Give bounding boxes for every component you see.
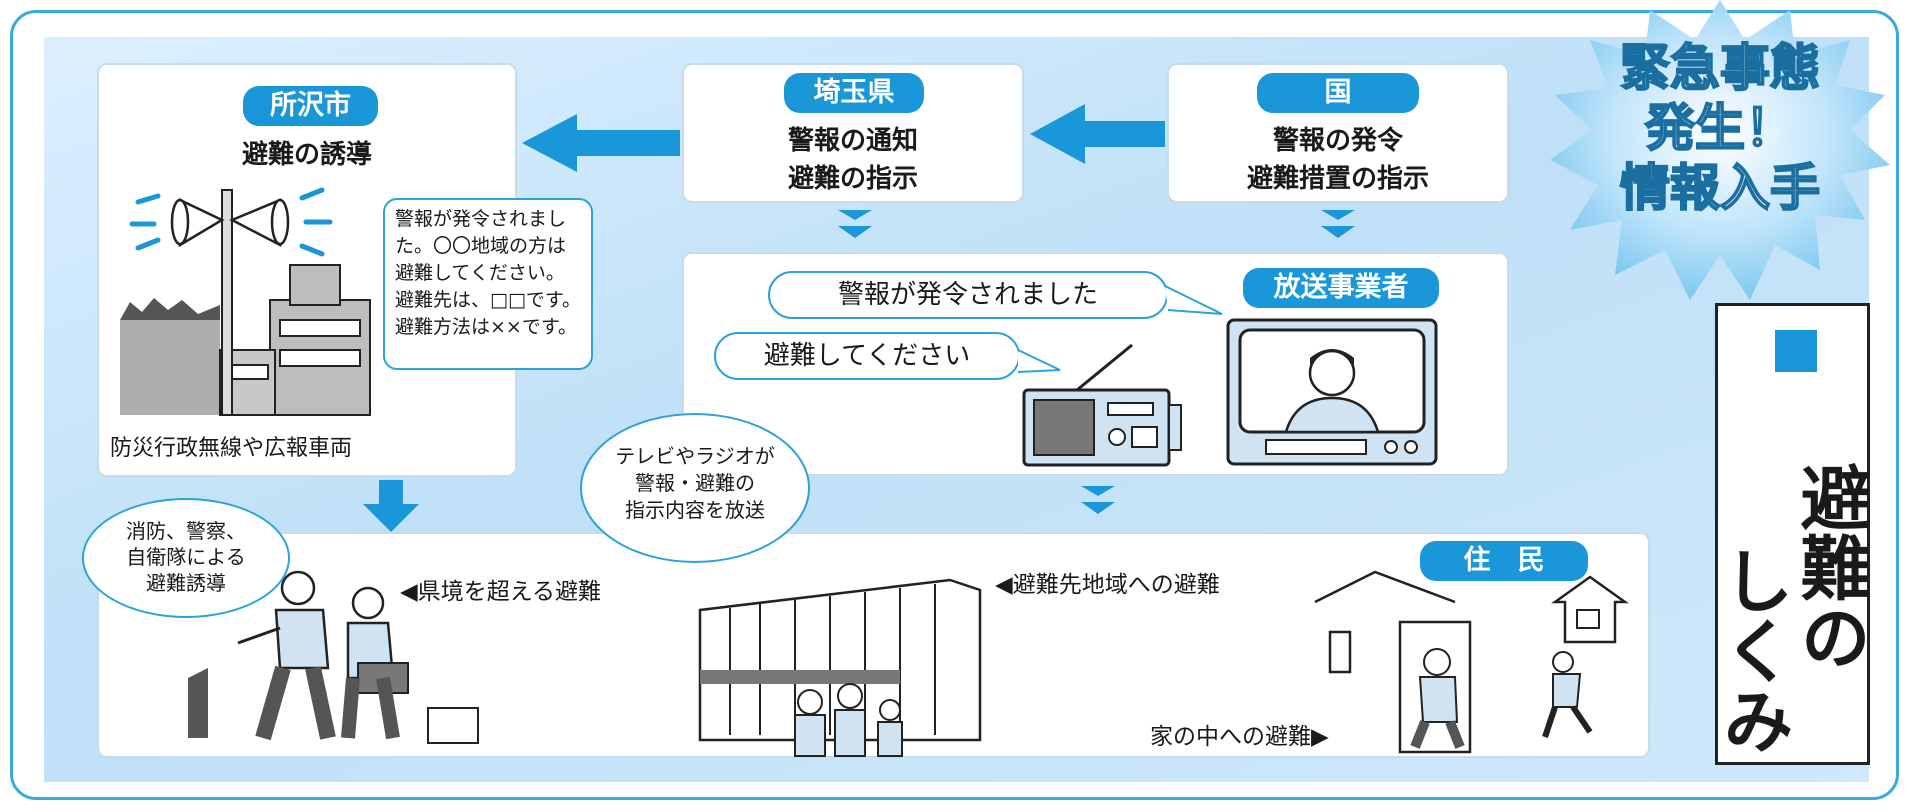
burst-line3: 情報入手	[1619, 158, 1821, 218]
side-title-text-2: しくみ	[1712, 545, 1794, 755]
kuni-tag: 国	[1257, 73, 1419, 113]
emergency-starburst	[1550, 0, 1890, 300]
tokorozawa-announcement-bubble: 警報が発令されました。〇〇地域の方は避難してください。避難先は、□□です。避難方…	[383, 198, 593, 370]
radio-illustration	[1022, 343, 1182, 467]
side-title-line3: しくみ	[1712, 545, 1794, 755]
tv-illustration	[1226, 318, 1438, 466]
chevron-saitama-down	[838, 210, 872, 238]
police-note-line3: 避難誘導	[146, 571, 226, 595]
saitama-tag: 埼玉県	[784, 73, 924, 113]
label-destination-area: ◀避難先地域への避難	[995, 572, 1220, 598]
label-indoor-evacuation: 家の中への避難▶	[1150, 724, 1329, 750]
siren-buildings-illustration	[120, 187, 371, 416]
speech-evacuate-text: 避難してください	[763, 341, 971, 371]
burst-line1: 緊急事態	[1619, 38, 1821, 98]
walking-people-illustration	[188, 570, 479, 744]
tokorozawa-title: 避難の誘導	[241, 140, 372, 170]
chevron-broadcaster-down	[1081, 486, 1115, 514]
speech-evacuate-bubble: 避難してください	[714, 332, 1020, 380]
broadcaster-tag: 放送事業者	[1243, 268, 1439, 308]
residents-tag: 住 民	[1420, 541, 1588, 581]
police-note-line2: 自衛隊による	[126, 545, 246, 569]
kuni-line2: 避難措置の指示	[1246, 164, 1429, 194]
police-note-bubble: 消防、警察、 自衛隊による 避難誘導	[82, 498, 290, 618]
police-note-line1: 消防、警察、	[126, 519, 246, 543]
bubble-tails	[1017, 285, 1223, 373]
house-evacuation-illustration	[1314, 570, 1629, 754]
side-title-square	[1775, 330, 1817, 372]
chevron-kuni-down	[1321, 210, 1355, 238]
kuni-box	[1167, 63, 1509, 203]
arrow-saitama-to-tokorozawa	[522, 114, 680, 172]
tv-radio-note-line3: 指示内容を放送	[625, 498, 765, 522]
saitama-line2: 避難の指示	[787, 164, 918, 194]
tv-radio-note-line2: 警報・避難の	[635, 471, 755, 495]
arrow-tokorozawa-to-residents	[363, 480, 419, 532]
side-title-box	[1715, 303, 1870, 765]
kuni-line1: 警報の発令	[1272, 126, 1403, 156]
tv-radio-note-line1: テレビやラジオが	[615, 444, 775, 468]
side-title-line1: 避難	[1789, 462, 1871, 602]
tokorozawa-announcement-text: 警報が発令されました。〇〇地域の方は避難してください。避難先は、□□です。避難方…	[395, 208, 582, 338]
speech-warning-text: 警報が発令されました	[837, 280, 1098, 310]
side-title-text: 避難の	[1715, 382, 1871, 752]
tv-radio-note-bubble: テレビやラジオが 警報・避難の 指示内容を放送	[580, 413, 810, 563]
side-title-line2: の	[1789, 602, 1871, 672]
label-cross-border: ◀県境を超える避難	[400, 579, 601, 605]
tokorozawa-caption: 防災行政無線や広報車両	[110, 436, 353, 461]
saitama-line1: 警報の通知	[787, 126, 918, 156]
evacuation-crowd-illustration	[698, 578, 982, 757]
tokorozawa-tag: 所沢市	[243, 86, 378, 126]
burst-line2: 発生！	[1644, 98, 1796, 158]
arrow-kuni-to-saitama	[1030, 104, 1165, 164]
